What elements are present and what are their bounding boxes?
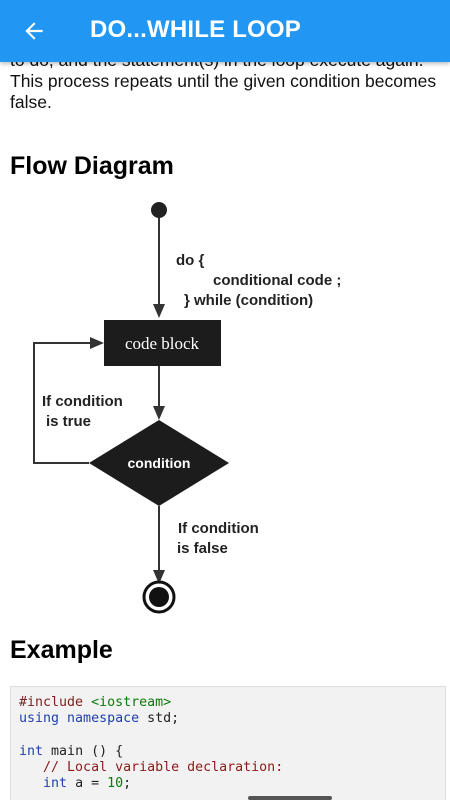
code-snippet: #include <iostream> using namespace std;… <box>19 695 284 792</box>
false-label-line2: is false <box>177 540 228 557</box>
start-node <box>151 202 167 218</box>
end-node-outer <box>142 580 176 614</box>
intro-paragraph: to do, and the statement(s) in the loop … <box>10 62 437 112</box>
arrow-left-icon <box>25 22 43 40</box>
while-line: } while (condition) <box>184 292 313 309</box>
true-label-line2: is true <box>46 413 91 430</box>
false-label-line1: If condition <box>178 520 259 537</box>
back-button[interactable] <box>14 13 54 49</box>
end-node-inner <box>149 587 169 607</box>
article-content: to do, and the statement(s) in the loop … <box>0 62 450 800</box>
app-bar: DO...WHILE LOOP <box>0 0 450 62</box>
example-heading: Example <box>10 636 113 664</box>
code-line: conditional code ; <box>213 272 341 289</box>
do-line: do { <box>176 252 204 269</box>
code-example-box: #include <iostream> using namespace std;… <box>10 686 446 800</box>
code-block-label: code block <box>125 334 200 353</box>
page-title: DO...WHILE LOOP <box>90 16 301 43</box>
condition-node <box>89 420 229 506</box>
condition-label: condition <box>128 455 191 471</box>
scroll-indicator[interactable] <box>248 796 332 800</box>
flow-diagram: do { conditional code ; } while (conditi… <box>33 202 341 614</box>
true-label-line1: If condition <box>42 393 123 410</box>
code-block-node <box>104 320 221 366</box>
flow-diagram-heading: Flow Diagram <box>10 152 174 180</box>
